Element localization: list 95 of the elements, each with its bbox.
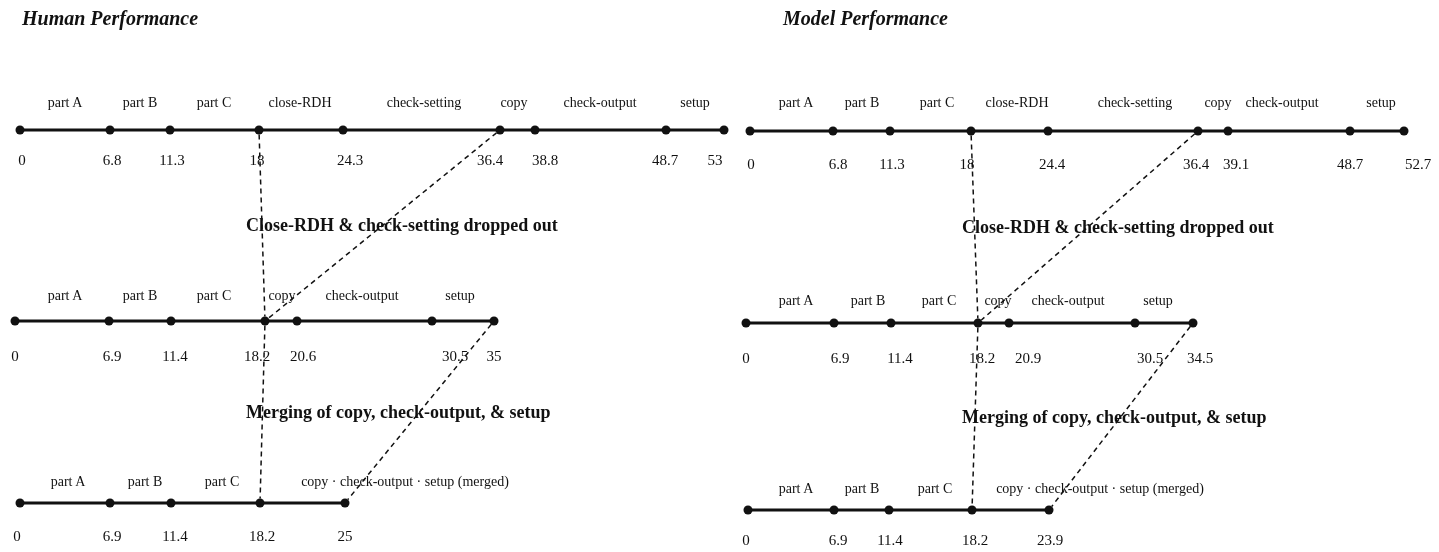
timeline-point [254, 125, 264, 135]
tick-value: 6.8 [102, 152, 122, 168]
timeline-point [1188, 318, 1198, 328]
segment-label: part C [921, 294, 957, 308]
segment-label: close-RDH [268, 96, 332, 110]
segment-label: part A [50, 475, 86, 489]
segment-label: part A [47, 96, 83, 110]
segment-label: setup [1143, 294, 1173, 308]
tick-value: 18 [959, 156, 975, 172]
segment-label: part A [47, 289, 83, 303]
tick-value: 34.5 [1186, 350, 1214, 366]
tick-value: 11.4 [877, 532, 903, 548]
segment-label: check-output [325, 289, 399, 303]
tick-value: 53 [707, 152, 723, 168]
step-heading: Close-RDH & check-setting dropped out [246, 216, 558, 234]
dashed-connector [1051, 325, 1191, 508]
segment-label: part B [844, 96, 880, 110]
tick-value: 48.7 [1336, 156, 1364, 172]
step-heading: Close-RDH & check-setting dropped out [962, 218, 1274, 236]
tick-value: 35 [486, 348, 502, 364]
tick-value: 11.4 [887, 350, 913, 366]
timeline-point [1044, 505, 1054, 515]
segment-label: part A [778, 482, 814, 496]
tick-value: 11.4 [162, 528, 188, 544]
timeline-point [973, 318, 983, 328]
tick-value: 6.9 [102, 348, 122, 364]
segment-label: part A [778, 96, 814, 110]
tick-value: 39.1 [1222, 156, 1250, 172]
segment-label: copy [268, 289, 296, 303]
tick-value: 18.2 [243, 348, 271, 364]
segment-label: part C [917, 482, 953, 496]
tick-value: 30.5 [441, 348, 469, 364]
segment-label: check-output [1031, 294, 1105, 308]
tick-value: 0 [13, 528, 21, 544]
tick-value: 18.2 [248, 528, 276, 544]
segment-label: part B [844, 482, 880, 496]
tick-value: 0 [747, 156, 755, 172]
segment-label: part B [127, 475, 163, 489]
panel-title: Human Performance [22, 8, 199, 28]
tick-value: 6.8 [828, 156, 848, 172]
tick-value: 25 [337, 528, 353, 544]
tick-value: 0 [18, 152, 26, 168]
segment-label: check-output [563, 96, 637, 110]
tick-value: 6.9 [830, 350, 850, 366]
tick-value: 11.3 [159, 152, 185, 168]
tick-value: 24.3 [336, 152, 364, 168]
segment-label: part B [850, 294, 886, 308]
tick-value: 0 [742, 350, 750, 366]
tick-value: 52.7 [1404, 156, 1432, 172]
segment-label: copy [1204, 96, 1232, 110]
tick-value: 36.4 [1182, 156, 1210, 172]
step-heading: Merging of copy, check-output, & setup [962, 408, 1267, 426]
segment-label: copy · check-output · setup (merged) [996, 482, 1204, 496]
tick-value: 36.4 [476, 152, 504, 168]
timeline-point [260, 316, 270, 326]
timeline-point [340, 498, 350, 508]
panel-title: Model Performance [783, 8, 948, 28]
tick-value: 11.4 [162, 348, 188, 364]
dashed-connector [258, 133, 266, 318]
timeline-point [966, 126, 976, 136]
segment-label: part A [778, 294, 814, 308]
timeline-point [1193, 126, 1203, 136]
segment-label: setup [680, 96, 710, 110]
dashed-connector [267, 132, 498, 319]
timeline-point [967, 505, 977, 515]
segment-label: close-RDH [985, 96, 1049, 110]
tick-value: 0 [11, 348, 19, 364]
segment-label: copy [500, 96, 528, 110]
tick-value: 30.5 [1136, 350, 1164, 366]
dashed-connector [980, 133, 1196, 321]
segment-label: part B [122, 96, 158, 110]
timeline-point [489, 316, 499, 326]
tick-value: 18 [249, 152, 265, 168]
tick-value: 6.9 [828, 532, 848, 548]
tick-value: 20.6 [289, 348, 317, 364]
tick-value: 18.2 [961, 532, 989, 548]
dashed-connector [347, 323, 492, 501]
segment-label: copy [984, 294, 1012, 308]
segment-label: part B [122, 289, 158, 303]
tick-value: 38.8 [531, 152, 559, 168]
segment-label: check-output [1245, 96, 1319, 110]
dashed-connector [259, 324, 266, 500]
tick-value: 48.7 [651, 152, 679, 168]
tick-value: 18.2 [968, 350, 996, 366]
timeline-point [255, 498, 265, 508]
tick-value: 6.9 [102, 528, 122, 544]
step-heading: Merging of copy, check-output, & setup [246, 403, 551, 421]
tick-value: 20.9 [1014, 350, 1042, 366]
dashed-connector [970, 134, 979, 320]
tick-value: 0 [742, 532, 750, 548]
segment-label: setup [1366, 96, 1396, 110]
tick-value: 23.9 [1036, 532, 1064, 548]
timeline-point [495, 125, 505, 135]
tick-value: 24.4 [1038, 156, 1066, 172]
tick-value: 11.3 [879, 156, 905, 172]
